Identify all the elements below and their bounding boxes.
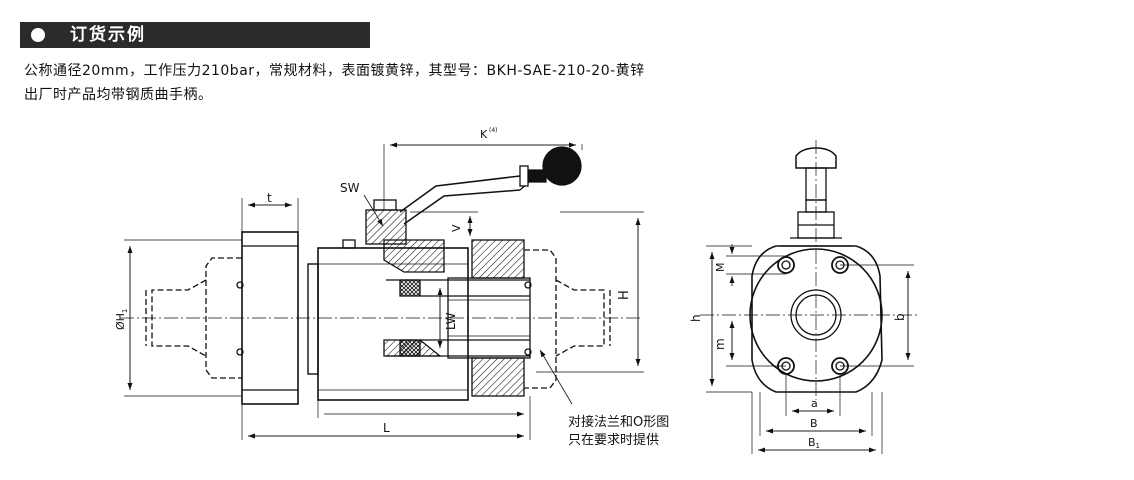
dim-B-label: B	[810, 417, 818, 430]
handle-knob	[542, 146, 582, 186]
dim-B1-label: B1	[808, 436, 820, 450]
dim-M-label: M	[714, 263, 727, 273]
dim-b-label: b	[893, 313, 907, 321]
dim-h-label: h	[689, 314, 703, 322]
dim-H-label: H	[617, 290, 632, 300]
section-header-bar: 订货示例	[20, 22, 370, 48]
flange-note-line1: 对接法兰和O形图	[568, 414, 669, 430]
section-title: 订货示例	[70, 25, 146, 45]
stem-nut	[365, 209, 407, 245]
dim-a-label: a	[811, 397, 818, 410]
side-handle-grip	[795, 147, 837, 169]
handle-note: 出厂时产品均带钢质曲手柄。	[24, 87, 213, 103]
order-example-description: 公称通径20mm，工作压力210bar，常规材料，表面镀黄锌，其型号：BKH-S…	[24, 63, 645, 79]
side-view	[700, 140, 920, 454]
bullet-icon	[31, 28, 45, 42]
dim-t-label: t	[267, 191, 272, 205]
dim-LW-label: LW	[444, 312, 458, 330]
dim-m-label: m	[713, 338, 727, 350]
left-flange-plate	[241, 231, 299, 405]
dim-SW-label: SW	[340, 181, 360, 195]
side-flange-outline	[751, 245, 883, 393]
dim-V-label: V	[450, 224, 463, 232]
flange-note-line2: 只在要求时提供	[568, 432, 659, 448]
dim-K-label: K	[480, 128, 488, 141]
front-view	[120, 142, 644, 440]
dim-K-superscript: (4)	[489, 127, 498, 134]
dim-L-label: L	[383, 421, 390, 435]
dim-H1-label: ØH1	[114, 309, 129, 330]
handle	[399, 175, 521, 213]
